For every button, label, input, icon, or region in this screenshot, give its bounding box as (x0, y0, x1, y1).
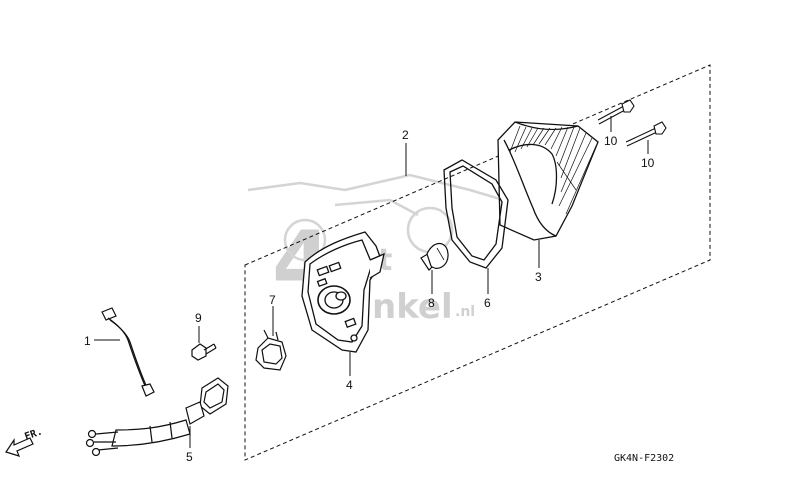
watermark-text-bottom: nkel (372, 287, 453, 327)
callout-5: 5 (186, 450, 193, 464)
callout-7: 7 (269, 293, 276, 307)
callout-4: 4 (346, 378, 353, 392)
callout-6: 6 (484, 296, 491, 310)
watermark-suffix: .nl (455, 304, 475, 320)
wire-harness-part (85, 377, 229, 457)
callout-10b: 10 (641, 156, 655, 170)
bulb-part (420, 242, 449, 271)
callout-2: 2 (402, 128, 409, 142)
screw-10b-part (625, 121, 667, 147)
screw-10a-part (597, 99, 635, 125)
housing-part (301, 231, 385, 353)
socket-part (255, 329, 287, 371)
watermark-text-top: t (378, 243, 392, 278)
arrow-left-down-icon (5, 437, 34, 457)
watermark-bike-outline (247, 173, 521, 262)
callout-1: 1 (84, 334, 91, 348)
callout-10a: 10 (604, 134, 618, 148)
callout-9: 9 (195, 311, 202, 325)
diagram-code: GK4N-F2302 (614, 453, 674, 464)
screw-9-part (191, 343, 217, 361)
callout-3: 3 (535, 270, 542, 284)
callout-8: 8 (428, 296, 435, 310)
lens-part (497, 121, 599, 241)
direction-label: FR. (23, 426, 44, 443)
ground-wire-part (101, 307, 155, 397)
gasket-part (443, 159, 509, 269)
